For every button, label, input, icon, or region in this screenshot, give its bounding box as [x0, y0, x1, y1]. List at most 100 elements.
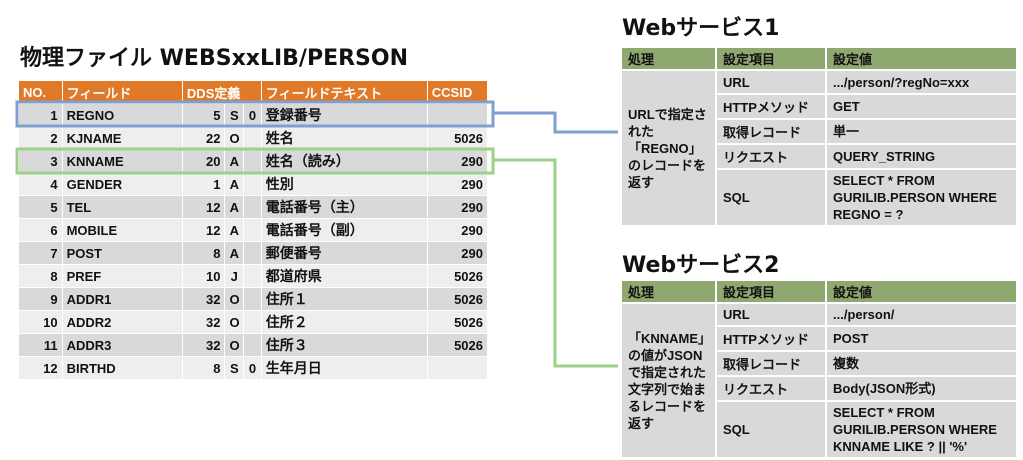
field-text: 登録番号: [260, 103, 428, 127]
table-row: URLで指定された「REGNO」のレコードを返す URL .../person/…: [620, 69, 1018, 227]
row-number: 1: [18, 103, 63, 127]
field-name: ADDR2: [61, 310, 183, 334]
field-name: TEL: [61, 195, 183, 219]
ws2-value: .../person/: [825, 302, 1018, 327]
table-row: 取得レコード 単一: [621, 118, 1018, 145]
field-name: ADDR1: [61, 287, 183, 311]
ws2-value: 複数: [825, 350, 1018, 377]
ws1-value: GET: [825, 93, 1018, 120]
table-header-row: NO. フィールド DDS定義 フィールドテキスト CCSID: [18, 80, 489, 104]
field-ccsid: [426, 356, 489, 380]
field-length: 8: [181, 356, 226, 380]
field-text: 性別: [260, 172, 428, 196]
field-ccsid: 290: [426, 149, 489, 173]
row-number: 8: [18, 264, 63, 288]
ws2-header-process: 処理: [620, 279, 717, 304]
field-type: O: [224, 287, 245, 311]
ws1-item: リクエスト: [715, 143, 827, 170]
regno-connector-line: [493, 111, 618, 134]
regno-highlight-box: [15, 100, 495, 128]
ws2-item: URL: [715, 302, 827, 327]
table-row: HTTPメソッド POST: [621, 325, 1018, 352]
field-type: O: [224, 333, 245, 357]
table-row: リクエスト QUERY_STRING: [621, 143, 1018, 170]
ws2-description: 「KNNAME」の値がJSONで指定された文字列で始まるレコードを返す: [620, 302, 717, 459]
ws1-value: .../person/?regNo=xxx: [825, 69, 1018, 95]
row-number: 11: [18, 333, 63, 357]
ws1-item: URL: [715, 69, 827, 95]
ws1-header-item: 設定項目: [715, 46, 827, 71]
row-number: 7: [18, 241, 63, 265]
field-length: 32: [181, 287, 226, 311]
field-text: 電話番号（主）: [260, 195, 428, 219]
ws1-header-row: 処理 設定項目 設定値: [620, 46, 1018, 71]
ws1-header-process: 処理: [620, 46, 717, 71]
ws2-value: SELECT * FROM GURILIB.PERSON WHERE KNNAM…: [825, 400, 1018, 459]
field-length: 22: [181, 126, 226, 150]
web-service-2-table: 処理 設定項目 設定値 「KNNAME」の値がJSONで指定された文字列で始まる…: [620, 279, 1018, 459]
field-length: 8: [181, 241, 226, 265]
field-ccsid: 290: [426, 241, 489, 265]
ws2-value: POST: [825, 325, 1018, 352]
field-ccsid: 5026: [426, 333, 489, 357]
field-name: BIRTHD: [61, 356, 183, 380]
knname-highlight-box: [15, 147, 495, 175]
ws2-header-value: 設定値: [825, 279, 1018, 304]
field-decimals: [243, 287, 262, 311]
table-row: リクエスト Body(JSON形式): [621, 375, 1018, 402]
ws2-item: リクエスト: [715, 375, 827, 402]
ws1-item: 取得レコード: [715, 118, 827, 145]
ws2-value: Body(JSON形式): [825, 375, 1018, 402]
field-length: 12: [181, 218, 226, 242]
ws1-value: 単一: [825, 118, 1018, 145]
ws1-item: HTTPメソッド: [715, 93, 827, 120]
web-service-1-title: Webサービス1: [622, 16, 780, 41]
field-name: POST: [61, 241, 183, 265]
web-service-2-title: Webサービス2: [622, 253, 780, 278]
field-ccsid: [426, 103, 489, 127]
field-text: 住所２: [260, 310, 428, 334]
ws2-header-item: 設定項目: [715, 279, 827, 304]
row-number: 12: [18, 356, 63, 380]
field-name: PREF: [61, 264, 183, 288]
header-ccsid: CCSID: [426, 80, 489, 104]
header-field: フィールド: [61, 80, 183, 104]
row-number: 9: [18, 287, 63, 311]
table-row: SQL SELECT * FROM GURILIB.PERSON WHERE R…: [621, 168, 1018, 227]
field-text: 都道府県: [260, 264, 428, 288]
table-row: 「KNNAME」の値がJSONで指定された文字列で始まるレコードを返す URL …: [620, 302, 1018, 459]
ws1-value: QUERY_STRING: [825, 143, 1018, 170]
field-name: ADDR3: [61, 333, 183, 357]
web-service-1-table: 処理 設定項目 設定値 URLで指定された「REGNO」のレコードを返す URL…: [620, 46, 1018, 227]
field-decimals: [243, 241, 262, 265]
field-type: A: [224, 241, 245, 265]
field-type: A: [224, 149, 245, 173]
header-dds: DDS定義: [181, 80, 262, 104]
field-ccsid: 5026: [426, 310, 489, 334]
ws1-item: SQL: [715, 168, 827, 227]
field-ccsid: 290: [426, 172, 489, 196]
field-type: A: [224, 218, 245, 242]
field-type: O: [224, 310, 245, 334]
field-text: 住所３: [260, 333, 428, 357]
table-row: HTTPメソッド GET: [621, 93, 1018, 120]
field-length: 10: [181, 264, 226, 288]
physical-file-title: 物理ファイル WEBSxxLIB/PERSON: [20, 46, 409, 71]
field-type: A: [224, 195, 245, 219]
row-number: 4: [18, 172, 63, 196]
table-row: SQL SELECT * FROM GURILIB.PERSON WHERE K…: [621, 400, 1018, 459]
ws1-description: URLで指定された「REGNO」のレコードを返す: [620, 69, 717, 227]
field-decimals: [243, 310, 262, 334]
field-ccsid: 290: [426, 195, 489, 219]
field-decimals: 0: [243, 356, 262, 380]
ws1-header-value: 設定値: [825, 46, 1018, 71]
